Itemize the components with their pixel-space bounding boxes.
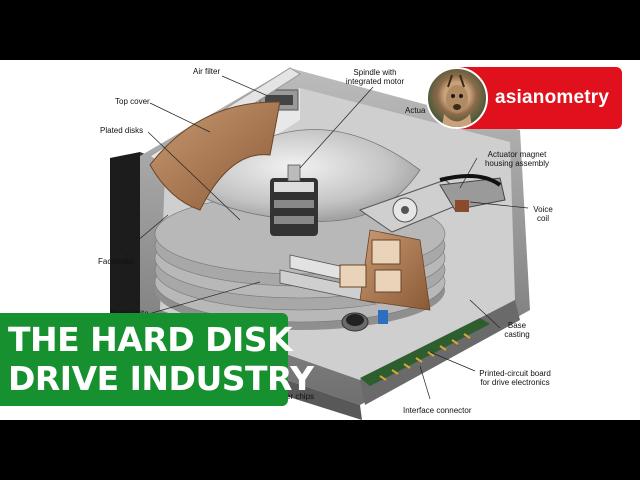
title-banner: THE HARD DISK DRIVE INDUSTRY [0, 313, 314, 406]
label-interface-connector: Interface connector [403, 406, 472, 415]
label-spindle-line2: integrated motor [345, 77, 405, 86]
label-pcb-line2: for drive electronics [480, 378, 550, 387]
label-top-cover: Top cover [115, 97, 150, 106]
label-base-line1: Base [507, 321, 527, 330]
label-voice-line1: Voice [533, 205, 553, 214]
leader-lines [117, 75, 529, 400]
label-pcb-line1: Printed-circuit board [479, 369, 551, 378]
pcb-part [360, 318, 490, 386]
label-spindle-line1: Spindle with [353, 68, 397, 77]
plated-disk-part [149, 101, 281, 211]
thumbnail-frame: Air filter Spindle with integrated motor… [0, 60, 640, 420]
channel-badge: asianometry [426, 67, 622, 129]
label-faceplate: Faceplate [98, 257, 134, 266]
label-voice-line2: coil [536, 214, 549, 223]
label-base-line2: casting [504, 330, 530, 339]
label-air-filter: Air filter [193, 67, 221, 76]
label-magnet-line2: housing assembly [484, 159, 550, 168]
deer-avatar-icon [426, 67, 488, 129]
read-write-heads [279, 229, 431, 311]
title-line-1: THE HARD DISK [8, 320, 293, 359]
channel-name: asianometry [495, 87, 610, 108]
actuator-assembly [358, 174, 506, 233]
label-plated-disks: Plated disks [100, 126, 144, 135]
mounting-posts [341, 310, 388, 332]
spindle-motor-part [270, 164, 318, 236]
label-actuator: Actua [405, 106, 426, 115]
title-line-2: DRIVE INDUSTRY [8, 359, 314, 398]
label-magnet-line1: Actuator magnet [487, 150, 547, 159]
label-chips: er chips [286, 392, 315, 401]
